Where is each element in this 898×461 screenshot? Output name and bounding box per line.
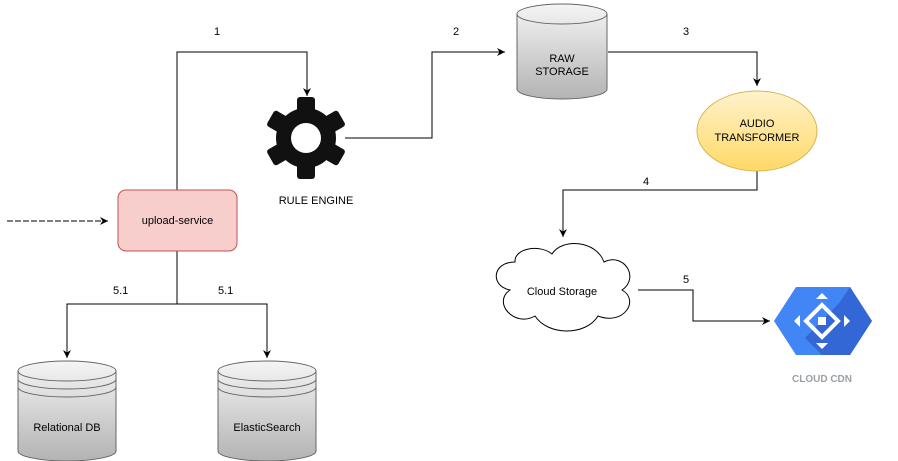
upload-service-node[interactable]: upload-service	[117, 189, 238, 252]
audio-transformer-label-line1: AUDIO	[740, 118, 775, 130]
edge-upload-to-relational-db	[63, 251, 178, 358]
rule-engine-label: RULE ENGINE	[279, 195, 354, 207]
edge-audio-transformer-to-cloud-storage	[559, 171, 758, 237]
edge-label-5: 5	[683, 274, 689, 286]
edge-cloud-storage-to-cdn	[638, 289, 770, 325]
edge-upload-to-elasticsearch	[177, 303, 271, 358]
relational-db-label: Relational DB	[33, 422, 100, 434]
raw-storage-label-line1: RAW	[549, 53, 575, 65]
edge-label-4: 4	[643, 176, 649, 188]
edge-raw-storage-to-audio-transformer	[608, 51, 761, 86]
rule-engine-node[interactable]: RULE ENGINE	[266, 97, 353, 207]
cloud-storage-label: Cloud Storage	[527, 286, 597, 298]
edge-label-5-1-elastic: 5.1	[218, 285, 233, 297]
edge-label-2: 2	[453, 26, 459, 38]
cloud-cdn-icon	[774, 287, 872, 355]
audio-transformer-node[interactable]: AUDIO TRANSFORMER	[696, 90, 818, 172]
cloud-storage-node[interactable]: Cloud Storage	[495, 243, 631, 332]
audio-transformer-label-line2: TRANSFORMER	[715, 132, 800, 144]
gear-icon	[267, 97, 345, 179]
raw-storage-node[interactable]: RAW STORAGE	[516, 3, 608, 100]
elasticsearch-node[interactable]: ElasticSearch	[217, 360, 317, 461]
relational-db-node[interactable]: Relational DB	[17, 360, 117, 461]
upload-service-label: upload-service	[142, 215, 214, 227]
edge-label-3: 3	[683, 26, 689, 38]
edge-label-5-1-relational: 5.1	[113, 285, 128, 297]
edge-upload-to-rule-engine	[176, 51, 311, 190]
edge-label-1: 1	[214, 26, 220, 38]
elasticsearch-label: ElasticSearch	[233, 422, 300, 434]
cloud-cdn-node[interactable]: CLOUD CDN	[774, 287, 872, 385]
edge-rule-engine-to-raw-storage	[345, 48, 505, 139]
cloud-cdn-label: CLOUD CDN	[792, 374, 852, 385]
raw-storage-label-line2: STORAGE	[535, 66, 589, 78]
